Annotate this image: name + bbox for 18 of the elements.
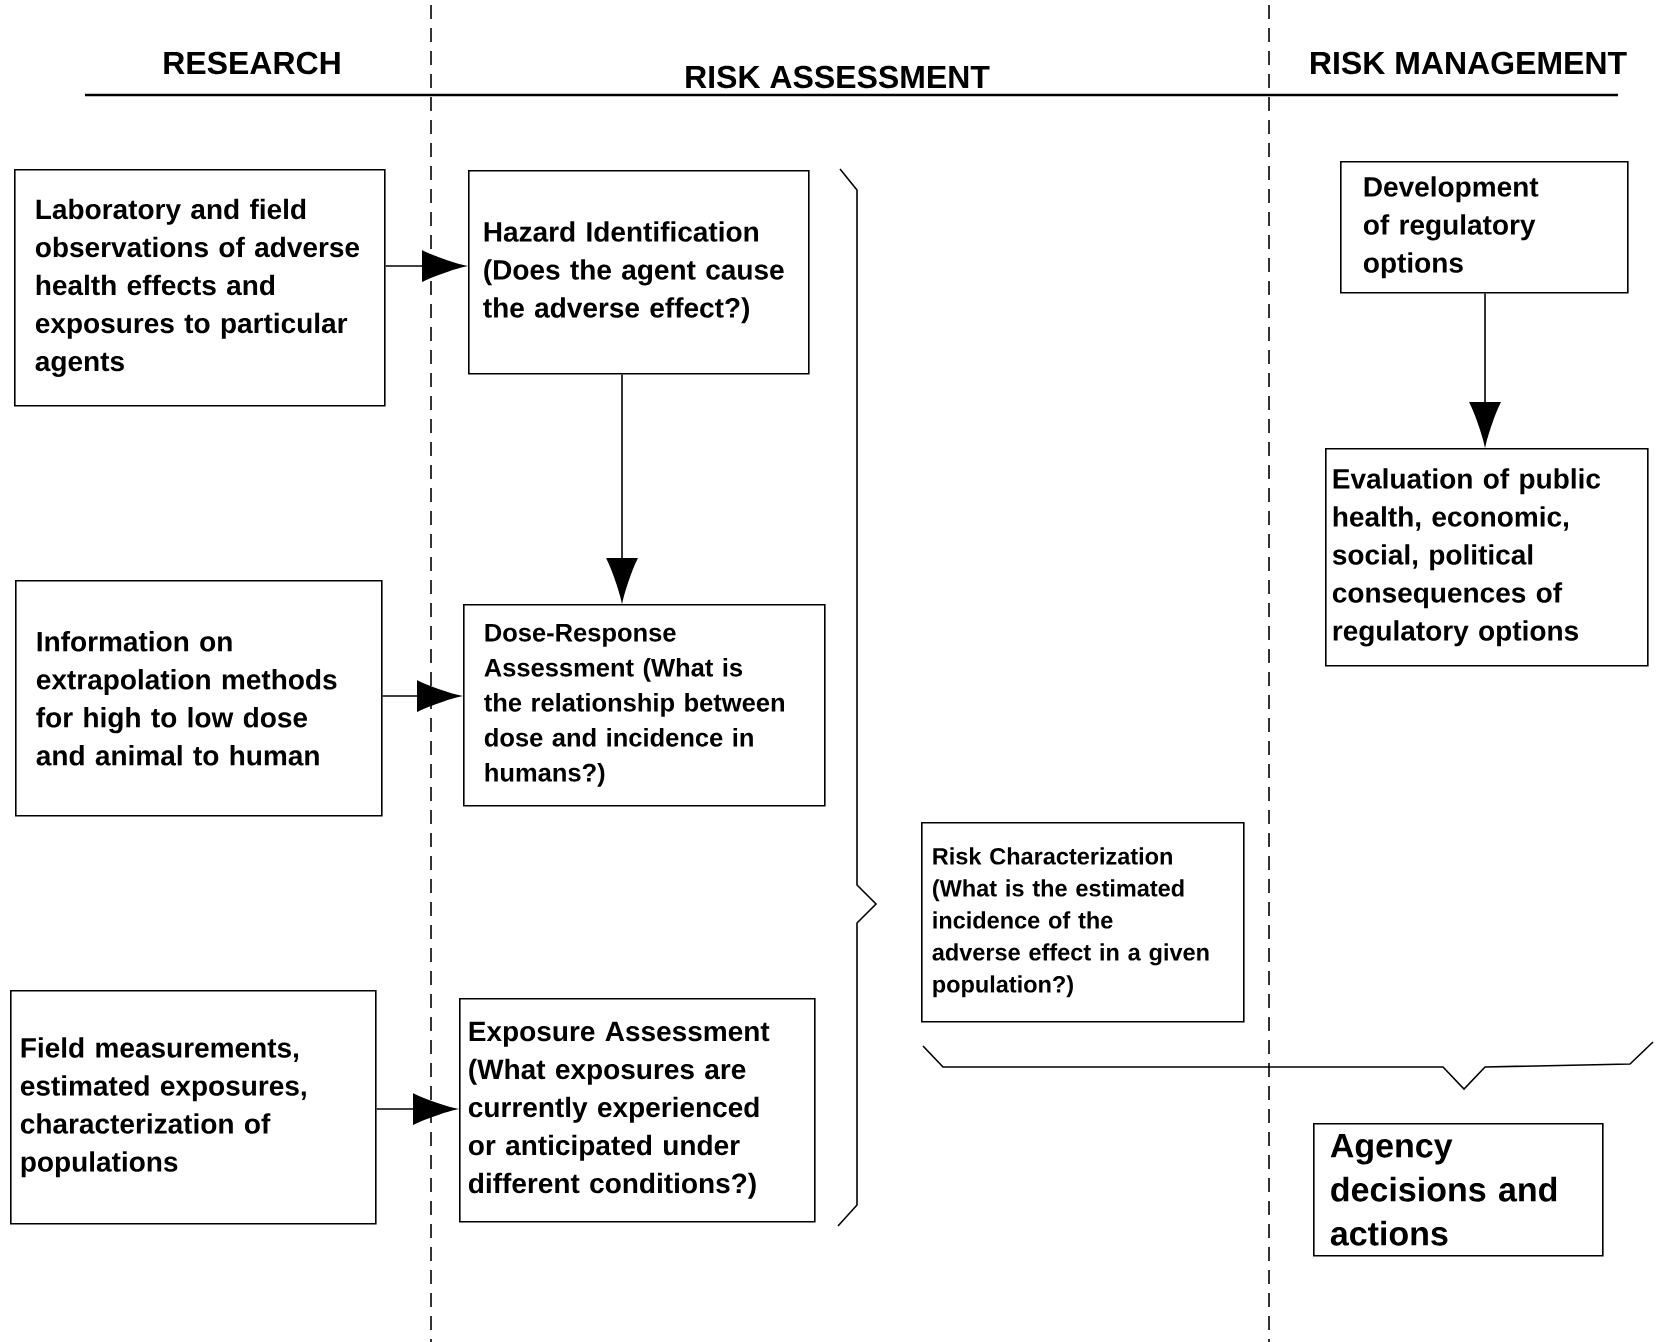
arrow	[384, 250, 466, 282]
text-box: Evaluation of public health, economic, social, political consequences of regulatory options	[1325, 448, 1649, 667]
arrow	[375, 1093, 457, 1125]
column-heading: RISK MANAGEMENT	[1311, 51, 1627, 75]
text-box: Exposure Assessment (What exposures are currently experienced or anticipated under different conditions?)	[459, 998, 816, 1223]
text-box: Development of regulatory options	[1340, 161, 1629, 294]
arrow	[1469, 292, 1501, 446]
text-box: Hazard Identification (Does the agent cause the adverse effect?)	[468, 170, 810, 375]
arrow	[606, 373, 638, 602]
column-heading: RISK ASSESSMENT	[686, 65, 990, 89]
text-box: Information on extrapolation methods for high to low dose and animal to human	[15, 580, 383, 817]
text-box: Agency decisions and actions	[1313, 1123, 1604, 1257]
column-heading: RESEARCH	[164, 51, 340, 75]
text-box: Dose-Response Assessment (What is the relationship between dose and incidence in humans?)	[463, 604, 826, 807]
text-box: Field measurements, estimated exposures, characterization of populations	[10, 990, 377, 1225]
arrow	[381, 680, 461, 712]
text-box: Laboratory and field observations of adverse health effects and exposures to particular agents	[14, 169, 386, 407]
text-box: Risk Characterization (What is the estimated incidence of the adverse effect in a given population?)	[921, 822, 1245, 1023]
